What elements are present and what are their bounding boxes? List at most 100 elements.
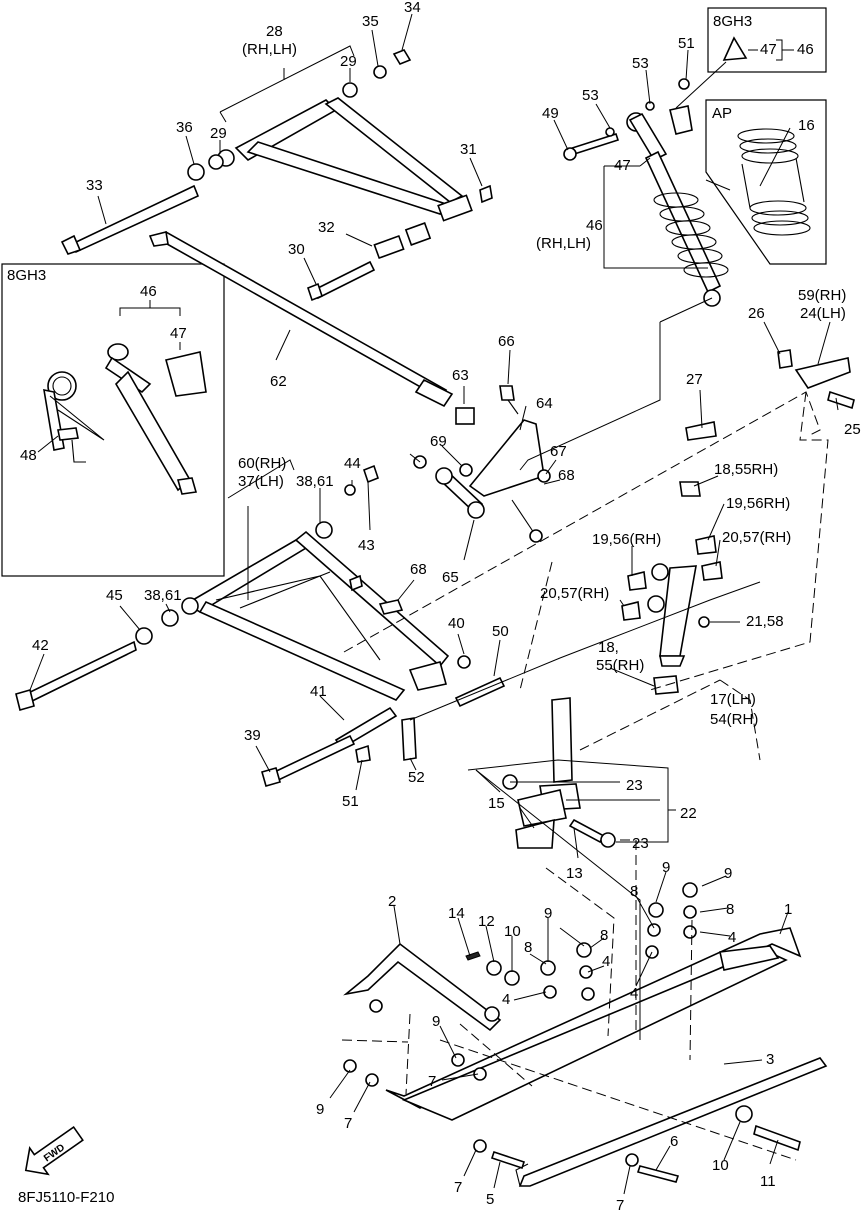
callout: 11 (760, 1173, 776, 1190)
callout: 16 (798, 117, 815, 134)
upper-arm-assembly (60, 49, 493, 302)
callout: 8 (726, 901, 734, 918)
callout: 25 (844, 421, 861, 438)
callout: 19,56RH) (726, 495, 790, 512)
callout: 49 (542, 105, 559, 122)
shock-absorber-46 (563, 78, 729, 307)
callout: 23 (632, 835, 649, 852)
callout: 64 (536, 395, 553, 412)
inset-label-47: 47 (170, 325, 187, 342)
callout: 7 (344, 1115, 352, 1132)
callout: 12 (478, 913, 495, 930)
inset-8gh3-left: 8GH3 46 47 48 (1, 263, 225, 577)
callout: 29 (340, 53, 357, 70)
callout: 4 (728, 929, 736, 946)
callout: 7 (428, 1073, 436, 1090)
callout: 38,61 (144, 587, 182, 604)
callout: 66 (498, 333, 515, 350)
callout: 69 (430, 433, 447, 450)
callout: 20,57(RH) (722, 529, 791, 546)
callout: (RH,LH) (242, 41, 297, 58)
callout: 32 (318, 219, 335, 236)
inset-label-46: 46 (797, 41, 814, 58)
inset-title: AP (712, 105, 732, 122)
callout: 17(LH) (710, 691, 756, 708)
callout: 10 (504, 923, 521, 940)
callout: 9 (544, 905, 552, 922)
callout: 4 (602, 953, 610, 970)
callout: 3 (766, 1051, 774, 1068)
inset-title: 8GH3 (713, 13, 752, 30)
callout: 5 (486, 1191, 494, 1208)
lower-arm-assembly (15, 464, 506, 787)
bracket-part-47 (722, 36, 748, 61)
inset-label-46: 46 (140, 283, 157, 300)
callout: 27 (686, 371, 703, 388)
callout: 1 (784, 901, 792, 918)
callout: 28 (266, 23, 283, 40)
callout: 18, (598, 639, 619, 656)
callout: 52 (408, 769, 425, 786)
callout: 39 (244, 727, 261, 744)
callout: 38,61 (296, 473, 334, 490)
callout: 20,57(RH) (540, 585, 609, 602)
callout: 7 (616, 1197, 624, 1211)
callout: 51 (342, 793, 359, 810)
callout: 23 (626, 777, 643, 794)
inset-title: 8GH3 (7, 267, 46, 284)
callout: 44 (344, 455, 361, 472)
callout: 9 (724, 865, 732, 882)
callout: 53 (632, 55, 649, 72)
callout: 8 (524, 939, 532, 956)
callout: 4 (502, 991, 510, 1008)
callout: 53 (582, 87, 599, 104)
callout: 19,56(RH) (592, 531, 661, 548)
callout: 6 (670, 1133, 678, 1150)
callout: 46 (586, 217, 603, 234)
inset-label-47: 47 (760, 41, 777, 58)
inset-8gh3-top-right: 8GH3 47 46 (675, 7, 827, 109)
callout: 13 (566, 865, 583, 882)
callout: 15 (488, 795, 505, 812)
callout: 54(RH) (710, 711, 758, 728)
callout: 33 (86, 177, 103, 194)
drawing-code: 8FJ5110-F210 (18, 1189, 114, 1206)
spring-part-16 (737, 128, 811, 236)
ski-assembly (343, 882, 828, 1187)
callout: (RH,LH) (536, 235, 591, 252)
sleeve-part-47 (165, 351, 207, 397)
inset-ap: AP (705, 99, 827, 265)
callout: 4 (630, 985, 638, 1002)
callout: 31 (460, 141, 477, 158)
steering-link-assembly (413, 385, 551, 543)
phantom-lines (341, 391, 829, 1161)
leader-lines (29, 13, 839, 1195)
fwd-arrow-icon: FWD (24, 1125, 84, 1176)
callout: 34 (404, 0, 421, 16)
callout: 65 (442, 569, 459, 586)
callout: 8 (630, 883, 638, 900)
callout: 21,58 (746, 613, 784, 630)
callout: 51 (678, 35, 695, 52)
callout: 29 (210, 125, 227, 142)
callout: 9 (662, 859, 670, 876)
callout: 7 (454, 1179, 462, 1196)
callout: 55(RH) (596, 657, 644, 674)
callout: 45 (106, 587, 123, 604)
callout: 30 (288, 241, 305, 258)
callout: 9 (316, 1101, 324, 1118)
callout: 10 (712, 1157, 729, 1174)
ski-mount-assembly (502, 774, 616, 849)
callout: 24(LH) (800, 305, 846, 322)
callout: 8 (600, 927, 608, 944)
callout-labels: 28 (RH,LH) 35 34 29 36 29 31 33 32 30 62… (32, 0, 861, 1211)
bracket-lines (219, 45, 761, 1040)
callout: 68 (410, 561, 427, 578)
callout: 42 (32, 637, 49, 654)
spring-preload-tool-48 (43, 371, 105, 463)
callout: 14 (448, 905, 465, 922)
callout: 26 (748, 305, 765, 322)
callout: 41 (310, 683, 327, 700)
callout: 67 (550, 443, 567, 460)
callout: 63 (452, 367, 469, 384)
